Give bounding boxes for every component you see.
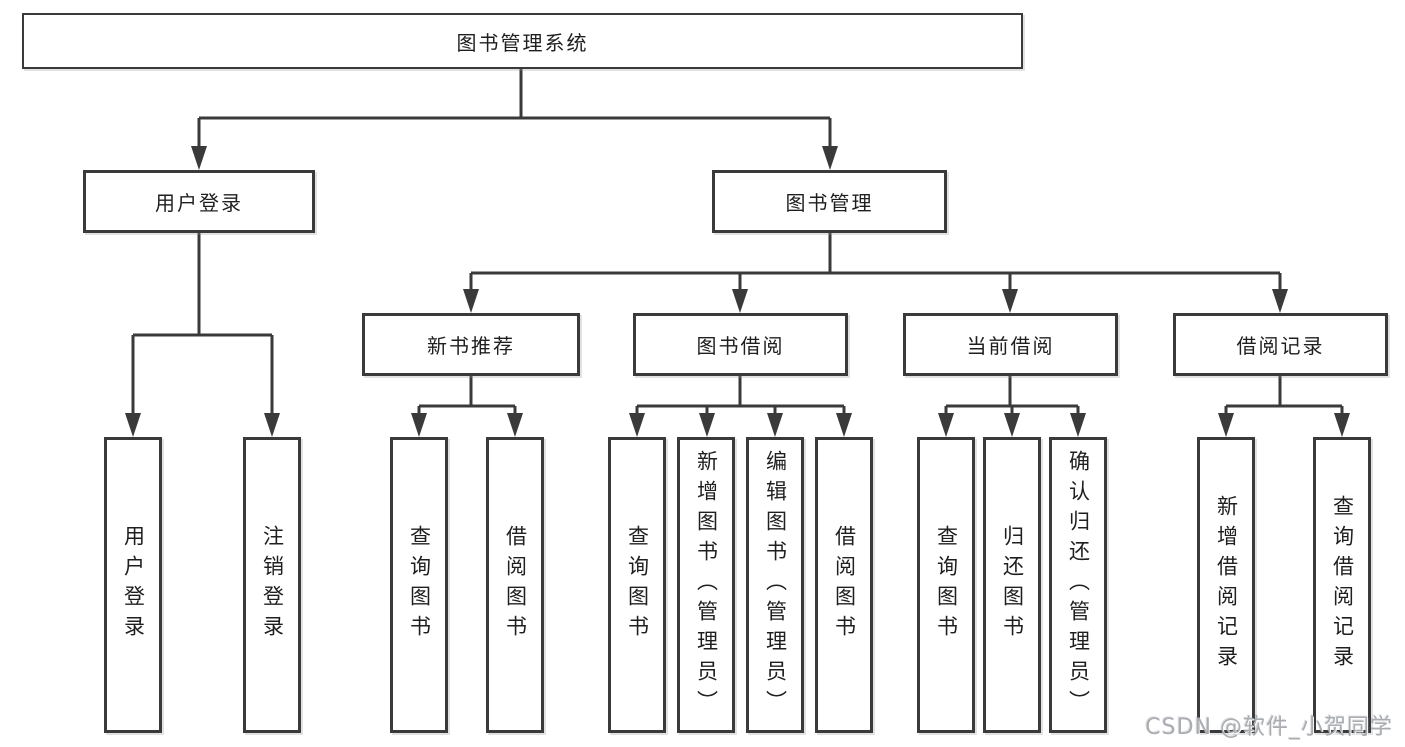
node-return-books: 归还图书: [983, 437, 1041, 733]
node-query-borrow-record: 查询借阅记录: [1313, 437, 1371, 733]
node-new-book-recommend: 新书推荐: [362, 313, 580, 376]
node-borrow-books-leaf: 借阅图书: [815, 437, 873, 733]
node-query-books-current: 查询图书: [917, 437, 975, 733]
arrowhead-icons: [125, 146, 1350, 437]
node-edit-books-admin: 编辑图书（管理员）: [746, 437, 804, 733]
node-confirm-return-admin: 确认归还（管理员）: [1049, 437, 1107, 733]
node-library-management-system: 图书管理系统: [22, 13, 1023, 69]
node-user-login-leaf: 用户登录: [104, 437, 162, 733]
connector-paths: [131, 69, 1344, 418]
node-add-books-admin: 新增图书（管理员）: [677, 437, 735, 733]
node-book-management: 图书管理: [712, 170, 947, 233]
node-borrow-records: 借阅记录: [1173, 313, 1388, 376]
node-logout-leaf: 注销登录: [243, 437, 301, 733]
node-book-borrowing: 图书借阅: [633, 313, 848, 376]
node-query-books-borrowing: 查询图书: [608, 437, 666, 733]
node-current-borrowing: 当前借阅: [903, 313, 1118, 376]
node-add-borrow-record: 新增借阅记录: [1197, 437, 1255, 733]
node-query-books-recommend: 查询图书: [390, 437, 448, 733]
node-user-login: 用户登录: [83, 170, 315, 233]
node-borrow-books-recommend: 借阅图书: [486, 437, 544, 733]
